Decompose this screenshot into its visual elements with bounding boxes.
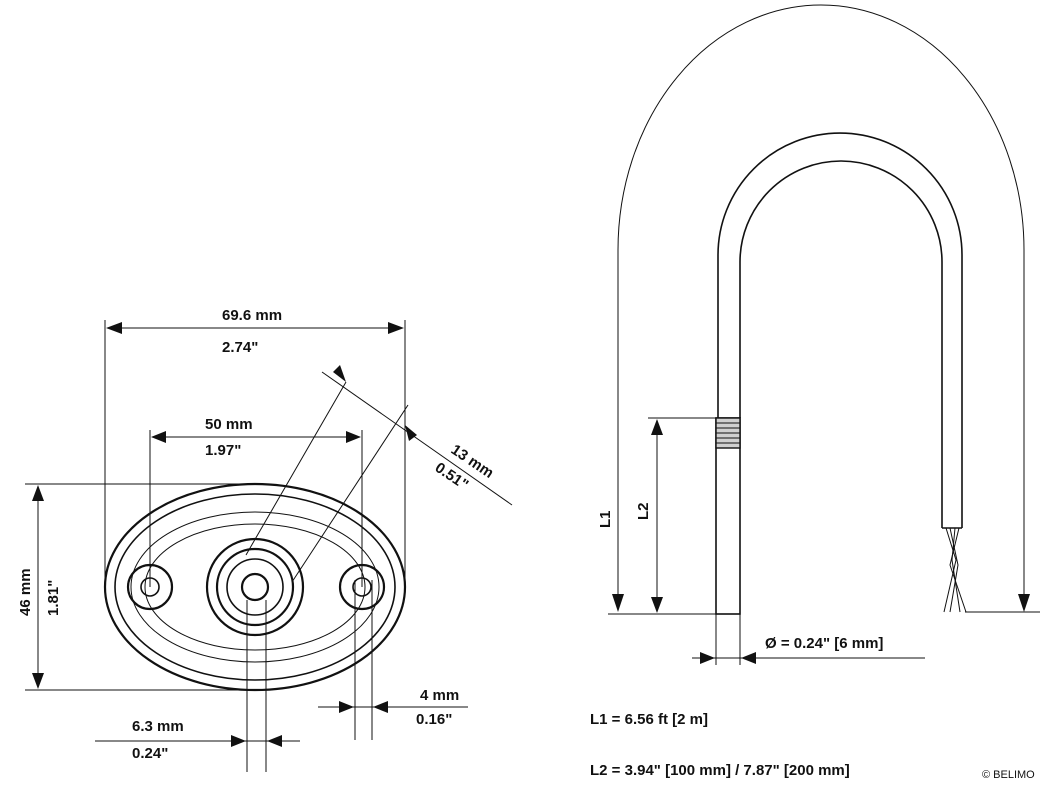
dim-width-mm: 69.6 mm	[222, 307, 282, 324]
spec-l1: L1 = 6.56 ft [2 m]	[590, 711, 708, 728]
dim-height-mm: 46 mm	[17, 568, 34, 616]
dim-hole-spacing-in: 1.97"	[205, 442, 241, 459]
dim-height	[25, 483, 260, 691]
probe-boss	[205, 537, 305, 637]
dim-width-in: 2.74"	[222, 339, 258, 356]
diameter-label: Ø = 0.24" [6 mm]	[765, 635, 883, 652]
l1-label: L1	[597, 510, 614, 528]
probe	[715, 417, 741, 615]
dim-hole-spacing	[149, 430, 363, 587]
cable-length-arc	[617, 4, 1025, 600]
spec-l2: L2 = 3.94" [100 mm] / 7.87" [200 mm]	[590, 762, 850, 779]
copyright: © BELIMO	[982, 769, 1035, 781]
dim-center-bore-in: 0.24"	[132, 745, 168, 762]
dim-center-bore-mm: 6.3 mm	[132, 718, 184, 735]
dim-l2	[648, 417, 716, 613]
dim-diagonal	[245, 365, 513, 583]
cable	[717, 132, 967, 613]
dim-height-in: 1.81"	[45, 580, 62, 616]
dim-slot-mm: 4 mm	[420, 687, 459, 704]
dim-diameter	[692, 614, 925, 665]
dim-width	[104, 320, 406, 590]
dim-hole-spacing-mm: 50 mm	[205, 416, 253, 433]
l2-label: L2	[635, 502, 652, 520]
dim-slot	[318, 580, 468, 740]
dim-slot-in: 0.16"	[416, 711, 452, 728]
dim-center-bore	[95, 600, 300, 772]
